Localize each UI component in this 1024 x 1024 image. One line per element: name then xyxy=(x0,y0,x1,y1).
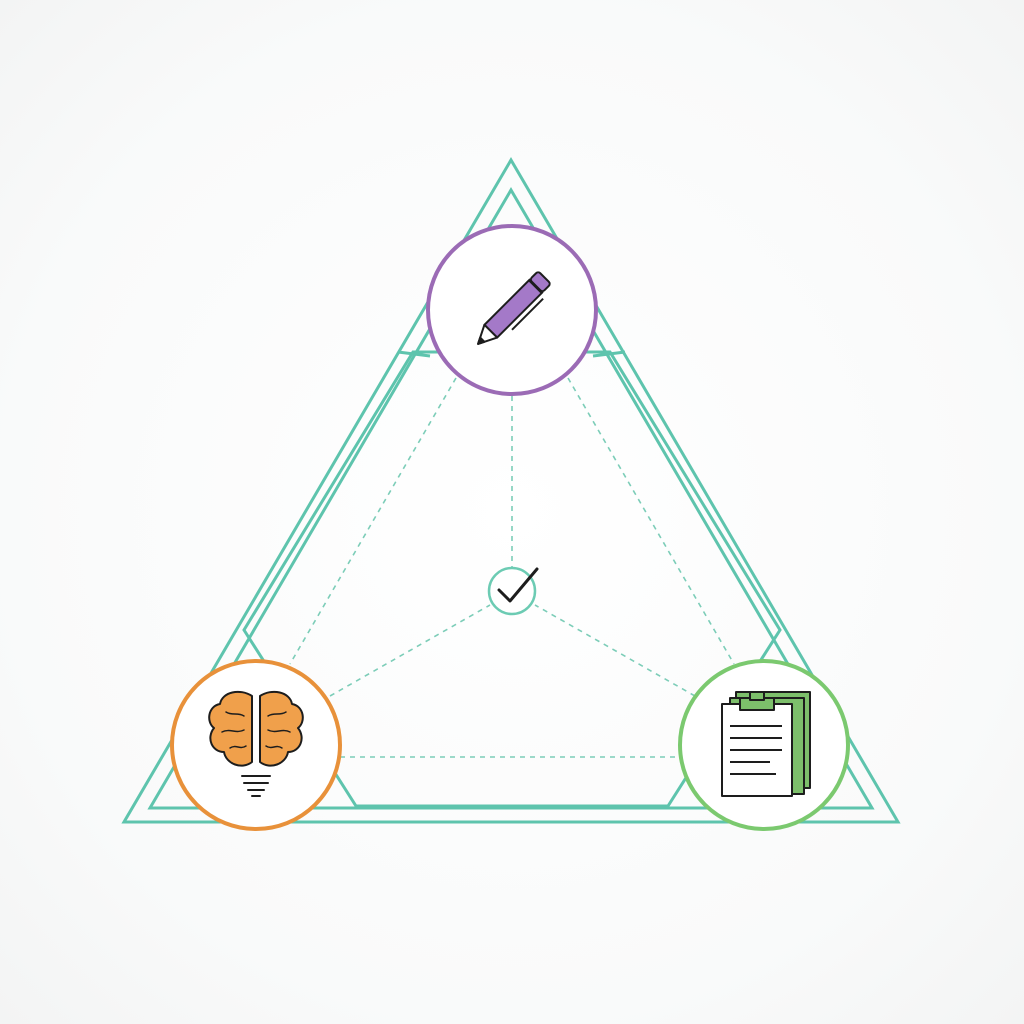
checkmark-icon xyxy=(497,567,539,603)
clipboard-icon xyxy=(721,691,811,797)
connector-left-center xyxy=(329,604,491,697)
triangle-frame xyxy=(121,157,901,824)
brain-lightbulb-icon xyxy=(208,690,304,797)
connector-top-left xyxy=(289,377,457,665)
frame-brace-top-left xyxy=(397,350,431,358)
left-node-ring xyxy=(170,659,342,831)
pencil-icon xyxy=(477,271,551,345)
outer-triangle xyxy=(121,157,901,824)
connector-right-center xyxy=(534,604,696,697)
center-node xyxy=(487,566,539,616)
dashed-connectors xyxy=(289,377,735,758)
frame-brace-top-right xyxy=(592,350,626,358)
middle-triangle xyxy=(147,187,875,810)
top-node xyxy=(426,224,598,396)
inner-triangle xyxy=(242,350,782,808)
center-node-ring xyxy=(487,566,537,616)
left-node xyxy=(170,659,342,831)
right-node xyxy=(678,659,850,831)
